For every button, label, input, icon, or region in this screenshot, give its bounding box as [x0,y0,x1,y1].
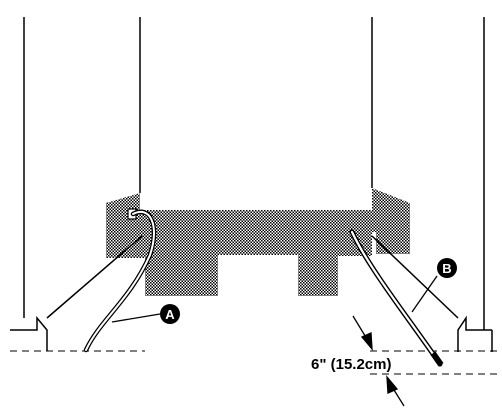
floor-outline [10,235,493,352]
callout-a: A [160,304,180,324]
hose-a [83,208,157,353]
callout-b-label: B [442,261,451,276]
hose-b [349,229,444,367]
floor-opening-shading [106,188,410,296]
dimension-label: 6" (15.2cm) [311,356,392,373]
dimension-arrows [352,315,405,407]
dashed-reference-lines [10,350,502,375]
callout-leaders [111,275,438,323]
callout-b: B [437,258,457,278]
callout-a-label: A [165,307,175,322]
enclosure-walls [23,17,485,330]
